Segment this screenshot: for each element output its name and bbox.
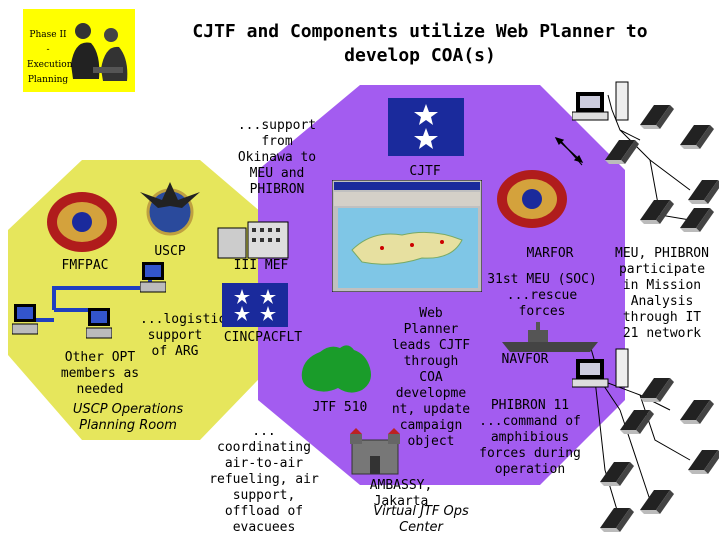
meu-phibron-label: MEU, PHIBRON participate in Mission Anal…: [615, 246, 709, 341]
fmfpac-seal-icon: [47, 192, 117, 252]
marfor-label: MARFOR: [526, 246, 574, 261]
laptop-icon[interactable]: [688, 450, 719, 474]
laptop-icon[interactable]: [600, 462, 634, 486]
web-planner-label: Web Planner leads CJTF through COA devel…: [391, 306, 471, 449]
support-okinawa-label: ...support from Okinawa to MEU and PHIBR…: [237, 118, 317, 197]
link-arrow: [554, 137, 584, 163]
computer-icon[interactable]: [86, 306, 112, 340]
laptop-icon[interactable]: [640, 490, 674, 514]
two-star-flag-icon: [388, 98, 464, 156]
navfor-label: NAVFOR: [501, 352, 549, 367]
title-line-2: develop COA(s): [344, 45, 496, 66]
computer-icon[interactable]: [572, 345, 632, 389]
computer-icon[interactable]: [12, 302, 38, 336]
uscp-eagle-emblem-icon: [140, 182, 200, 236]
australia-map-icon: [301, 345, 371, 393]
laptop-icon[interactable]: [640, 200, 674, 224]
cjtf-label: CJTF: [409, 164, 441, 179]
uscp-label: USCP: [154, 244, 186, 259]
marine-corps-seal-icon: [497, 170, 567, 228]
planning-team-photo-icon: [23, 9, 135, 92]
castle-icon: [350, 428, 400, 475]
building-icon: [217, 221, 289, 259]
phibron11-label: PHIBRON 11 ...command of amphibious forc…: [479, 398, 581, 477]
meu-soc-label: 31st MEU (SOC) ...rescue forces: [487, 272, 597, 319]
laptop-icon[interactable]: [680, 125, 714, 149]
page-title: CJTF and Components utilize Web Planner …: [150, 20, 690, 68]
laptop-icon[interactable]: [680, 208, 714, 232]
phase-label: Phase II - Execution Planning: [27, 30, 73, 85]
laptop-icon[interactable]: [680, 400, 714, 424]
phase-box: [23, 9, 135, 92]
laptop-icon[interactable]: [605, 140, 639, 164]
laptop-icon[interactable]: [640, 378, 674, 402]
browser-window-icon[interactable]: [332, 180, 482, 292]
jtf510-label: JTF 510: [312, 400, 368, 415]
laptop-icon[interactable]: [640, 105, 674, 129]
iii-mef-label: III MEF: [233, 258, 289, 273]
uscp-room-label: USCP Operations Planning Room: [72, 402, 184, 433]
virtual-ops-label: Virtual JTF Ops Center: [373, 504, 469, 535]
laptop-icon[interactable]: [620, 410, 654, 434]
cincpacflt-label: CINCPACFLT: [223, 330, 303, 345]
embassy-label: AMBASSY, Jakarta: [369, 478, 433, 509]
computer-icon[interactable]: [140, 260, 166, 294]
logistic-label: ...logistic support of ARG: [140, 312, 227, 359]
computer-icon[interactable]: [572, 78, 632, 122]
other-opt-label: Other OPT members as needed: [60, 350, 140, 397]
title-line-1: CJTF and Components utilize Web Planner …: [192, 21, 648, 42]
ship-icon: [502, 322, 598, 352]
laptop-icon[interactable]: [600, 508, 634, 532]
fmfpac-label: FMFPAC: [61, 258, 109, 273]
laptop-icon[interactable]: [688, 180, 719, 204]
coordinating-label: ... coordinating air-to-air refueling, a…: [209, 424, 319, 535]
four-star-flag-icon: [222, 283, 288, 327]
